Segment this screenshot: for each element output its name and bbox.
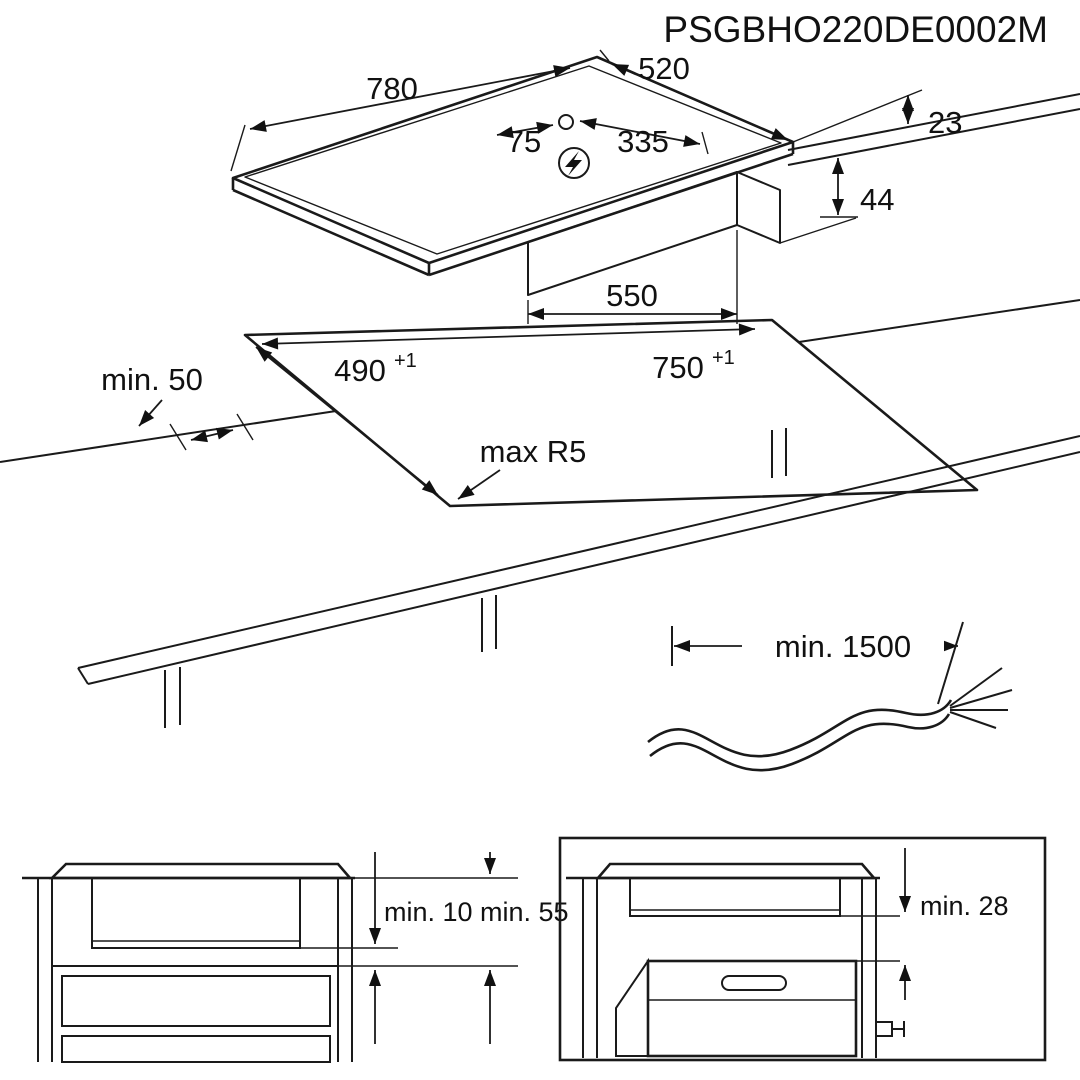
- dim-hob-depth: 520: [599, 49, 789, 141]
- model-number: PSGBHO220DE0002M: [663, 9, 1048, 50]
- built-under-oven: [615, 957, 858, 1058]
- power-cable: [647, 667, 1013, 772]
- fixing-bracket: [875, 1021, 905, 1037]
- dim-casing-clearance: min. 10: [369, 852, 473, 1044]
- cutout-view: 750 +1 490 +1 max R5 min. 50: [0, 299, 1080, 728]
- max-r5-label: max R5: [480, 434, 587, 469]
- drawer-front-upper: [61, 975, 331, 1027]
- hob-glass-thickness: [231, 142, 795, 277]
- dim-height-above: 23: [792, 89, 962, 143]
- dim-cutout-width: 750 +1: [261, 323, 756, 385]
- worktop-edge-lines: [787, 93, 1080, 166]
- cabinet-panels: [164, 428, 787, 728]
- dim-335-label: 335: [617, 124, 669, 159]
- dim-23-label: 23: [928, 105, 962, 140]
- section-frame: [558, 836, 1047, 1062]
- connection-point-icon: [558, 114, 574, 130]
- hob-glass-section: [595, 862, 877, 880]
- dim-750-label: 750: [652, 350, 704, 385]
- dim-worktop-clearance: min. 55: [480, 852, 569, 1044]
- cable-frayed-end: [949, 667, 1013, 729]
- dim-550-label: 550: [606, 278, 658, 313]
- dim-hob-width: 780: [230, 65, 571, 172]
- drawer-front-lower: [61, 1035, 331, 1063]
- dim-490-tolerance: +1: [394, 350, 417, 372]
- dim-75-label: 75: [507, 124, 541, 159]
- dim-oven-clearance: min. 28: [899, 848, 1009, 1000]
- dim-height-below: 44: [779, 158, 894, 244]
- cable-length-view: min. 1500: [647, 621, 1013, 772]
- hob-glass-outline: [231, 55, 795, 265]
- hob-casing: [527, 171, 781, 296]
- dim-power-offset-b: 335: [579, 118, 709, 159]
- dim-780-label: 780: [366, 71, 418, 106]
- dim-520-label: 520: [638, 51, 690, 86]
- dim-750-tolerance: +1: [712, 347, 735, 369]
- min-10-label: min. 10: [384, 897, 473, 927]
- cabinet-structure: [37, 878, 353, 1063]
- min-55-label: min. 55: [480, 897, 569, 927]
- min-50-label: min. 50: [101, 362, 203, 397]
- worktop-back-edge: [0, 410, 337, 463]
- worktop-back-edge: [798, 299, 1080, 343]
- oven-section-view: min. 28: [558, 836, 1047, 1062]
- oven-handle: [721, 975, 787, 991]
- hob-casing-section: [91, 877, 301, 949]
- dim-490-label: 490: [334, 353, 386, 388]
- drawer-section-view: min. 10 min. 55: [22, 852, 569, 1063]
- dim-casing-width: 550: [527, 230, 738, 324]
- dim-power-offset-a: 75: [496, 121, 554, 159]
- cabinet-left-panel: [582, 878, 598, 1058]
- hob-isometric-view: 780 520 75 335 23 44: [230, 49, 1080, 324]
- hob-casing-section: [629, 877, 841, 917]
- power-icon: [558, 147, 590, 179]
- min-28-label: min. 28: [920, 891, 1009, 921]
- dim-44-label: 44: [860, 182, 894, 217]
- cabinet-right-panel: [861, 878, 877, 1058]
- hob-glass-inner-bevel: [244, 65, 782, 255]
- min-1500-label: min. 1500: [775, 629, 911, 664]
- hob-glass-section: [48, 862, 353, 880]
- dim-cutout-depth: 490 +1: [255, 346, 439, 496]
- lightning-icon: [565, 151, 582, 176]
- dim-side-clearance: min. 50: [101, 362, 254, 451]
- cable-ref-tick-right: [937, 621, 964, 705]
- cutout-opening: [243, 318, 979, 508]
- dim-corner-radius: max R5: [457, 434, 587, 500]
